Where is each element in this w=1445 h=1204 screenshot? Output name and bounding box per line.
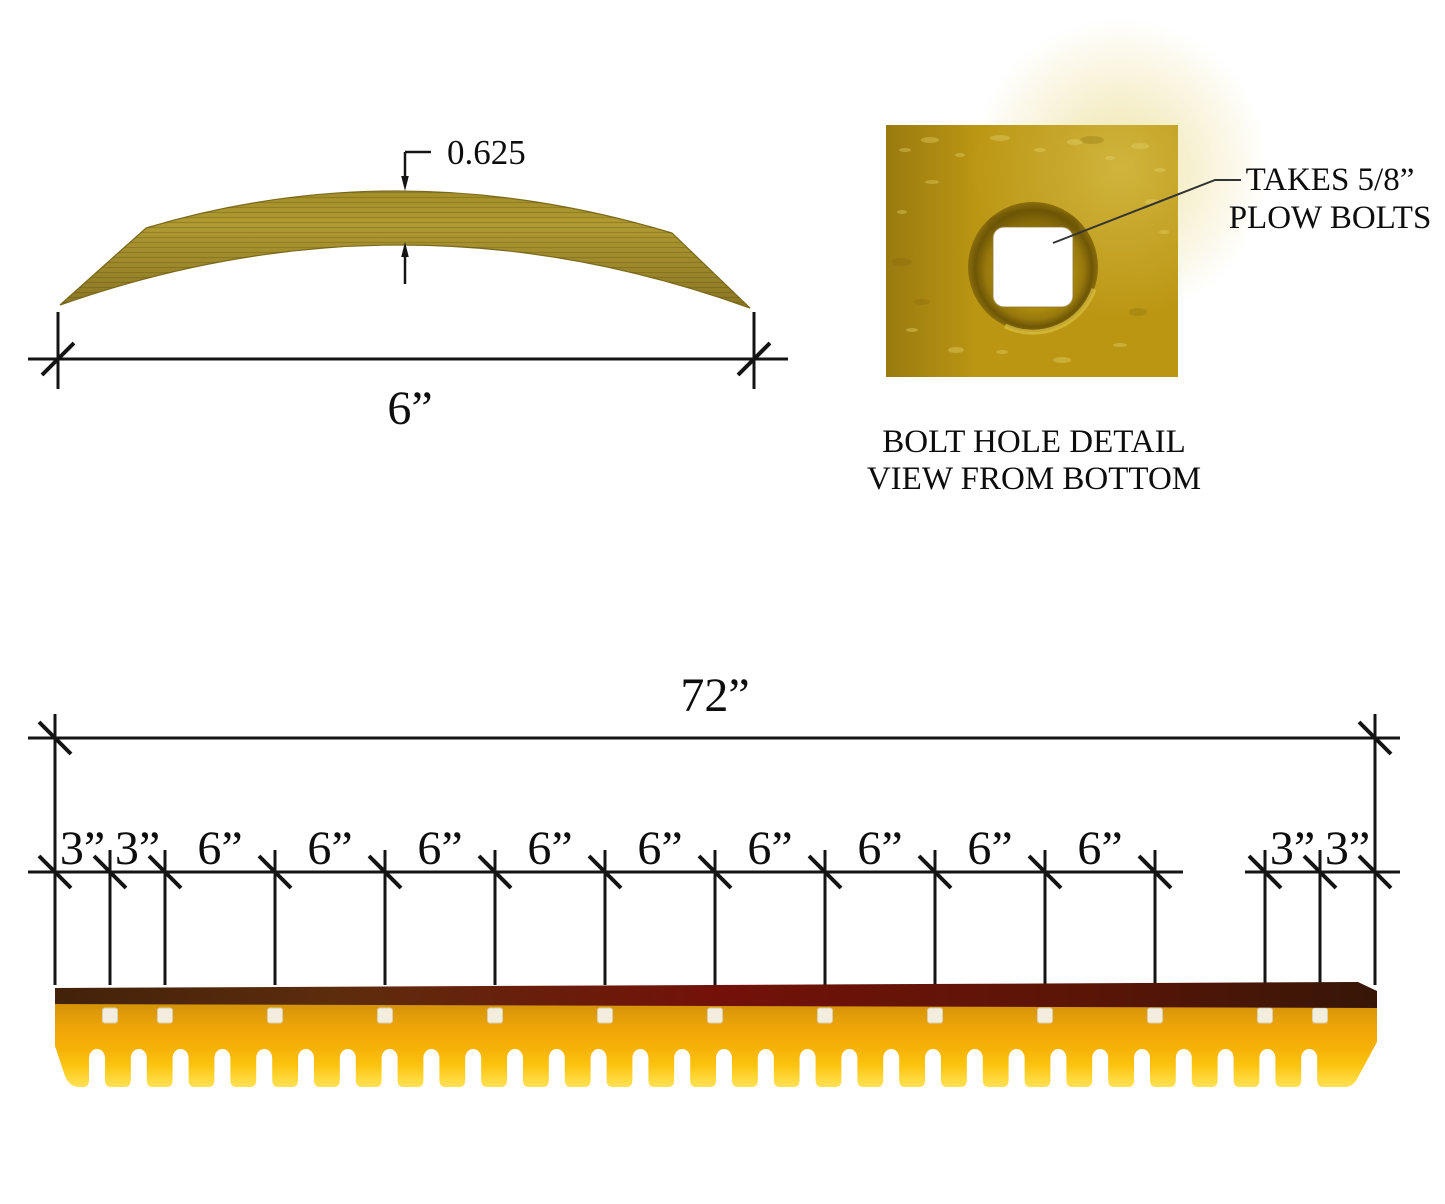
photo-left-shading <box>886 125 976 377</box>
blade-top-band <box>55 982 1377 1008</box>
blade-figure: 3”3”6”6”6”6”6”6”6”6”6”3”3” 72” <box>28 669 1400 1087</box>
recess-lit-rim <box>1003 288 1097 335</box>
spacing-label: 6” <box>197 822 242 875</box>
spacing-label: 6” <box>417 822 462 875</box>
blade-bolt-hole <box>157 1007 173 1024</box>
spacing-label: 3” <box>60 822 105 875</box>
blade-bolt-hole <box>487 1007 503 1024</box>
width-tick-left <box>40 341 76 377</box>
thickness-label: 0.625 <box>447 133 526 172</box>
blade-bolt-hole <box>377 1007 393 1024</box>
thickness-arrow-up <box>401 242 409 257</box>
photo-texture-mottling <box>892 136 1147 316</box>
width-tick-right <box>736 341 772 377</box>
spacing-tick <box>37 854 73 890</box>
blade-graphic <box>55 1002 1377 1087</box>
blade-bolt-hole <box>267 1007 283 1024</box>
blade-bolt-hole <box>1312 1007 1328 1024</box>
square-bolt-hole <box>992 226 1074 308</box>
blade-bolt-hole <box>102 1007 118 1024</box>
total-width-label: 72” <box>680 669 749 722</box>
spacing-label: 6” <box>1077 822 1122 875</box>
photo-texture-speckles <box>897 135 1169 363</box>
callout-line1: TAKES 5/8” <box>1246 162 1415 198</box>
blade-bolt-hole <box>1147 1007 1163 1024</box>
spacing-label: 6” <box>857 822 902 875</box>
spacing-label: 6” <box>527 822 572 875</box>
blade-bolt-hole <box>597 1007 613 1024</box>
blade-bolt-hole <box>927 1007 943 1024</box>
spacing-label: 6” <box>747 822 792 875</box>
width-label: 6” <box>387 382 432 435</box>
blade-bolt-hole <box>1037 1007 1053 1024</box>
callout-line2: PLOW BOLTS <box>1229 200 1432 236</box>
cross-section-figure: 0.625 6” <box>28 133 788 435</box>
thickness-arrow-down <box>401 176 409 191</box>
spacing-label: 6” <box>967 822 1012 875</box>
caption-line2: VIEW FROM BOTTOM <box>867 461 1201 497</box>
spacing-label: 6” <box>637 822 682 875</box>
blade-bolt-hole <box>1257 1007 1273 1024</box>
dimension-annotations: 3”3”6”6”6”6”6”6”6”6”6”3”3” <box>28 714 1400 985</box>
spacing-label: 3” <box>1325 822 1370 875</box>
caption-line1: BOLT HOLE DETAIL <box>882 424 1186 460</box>
spacing-tick <box>1357 854 1393 890</box>
blade-bolt-hole <box>707 1007 723 1024</box>
spacing-label: 3” <box>1270 822 1315 875</box>
callout-leader-line <box>1052 179 1241 244</box>
spacing-label: 6” <box>307 822 352 875</box>
spacing-label: 3” <box>115 822 160 875</box>
blade-bolt-hole <box>817 1007 833 1024</box>
blade-cross-section-texture <box>60 190 750 308</box>
bolt-hole-figure: TAKES 5/8” PLOW BOLTS BOLT HOLE DETAIL V… <box>867 18 1431 497</box>
